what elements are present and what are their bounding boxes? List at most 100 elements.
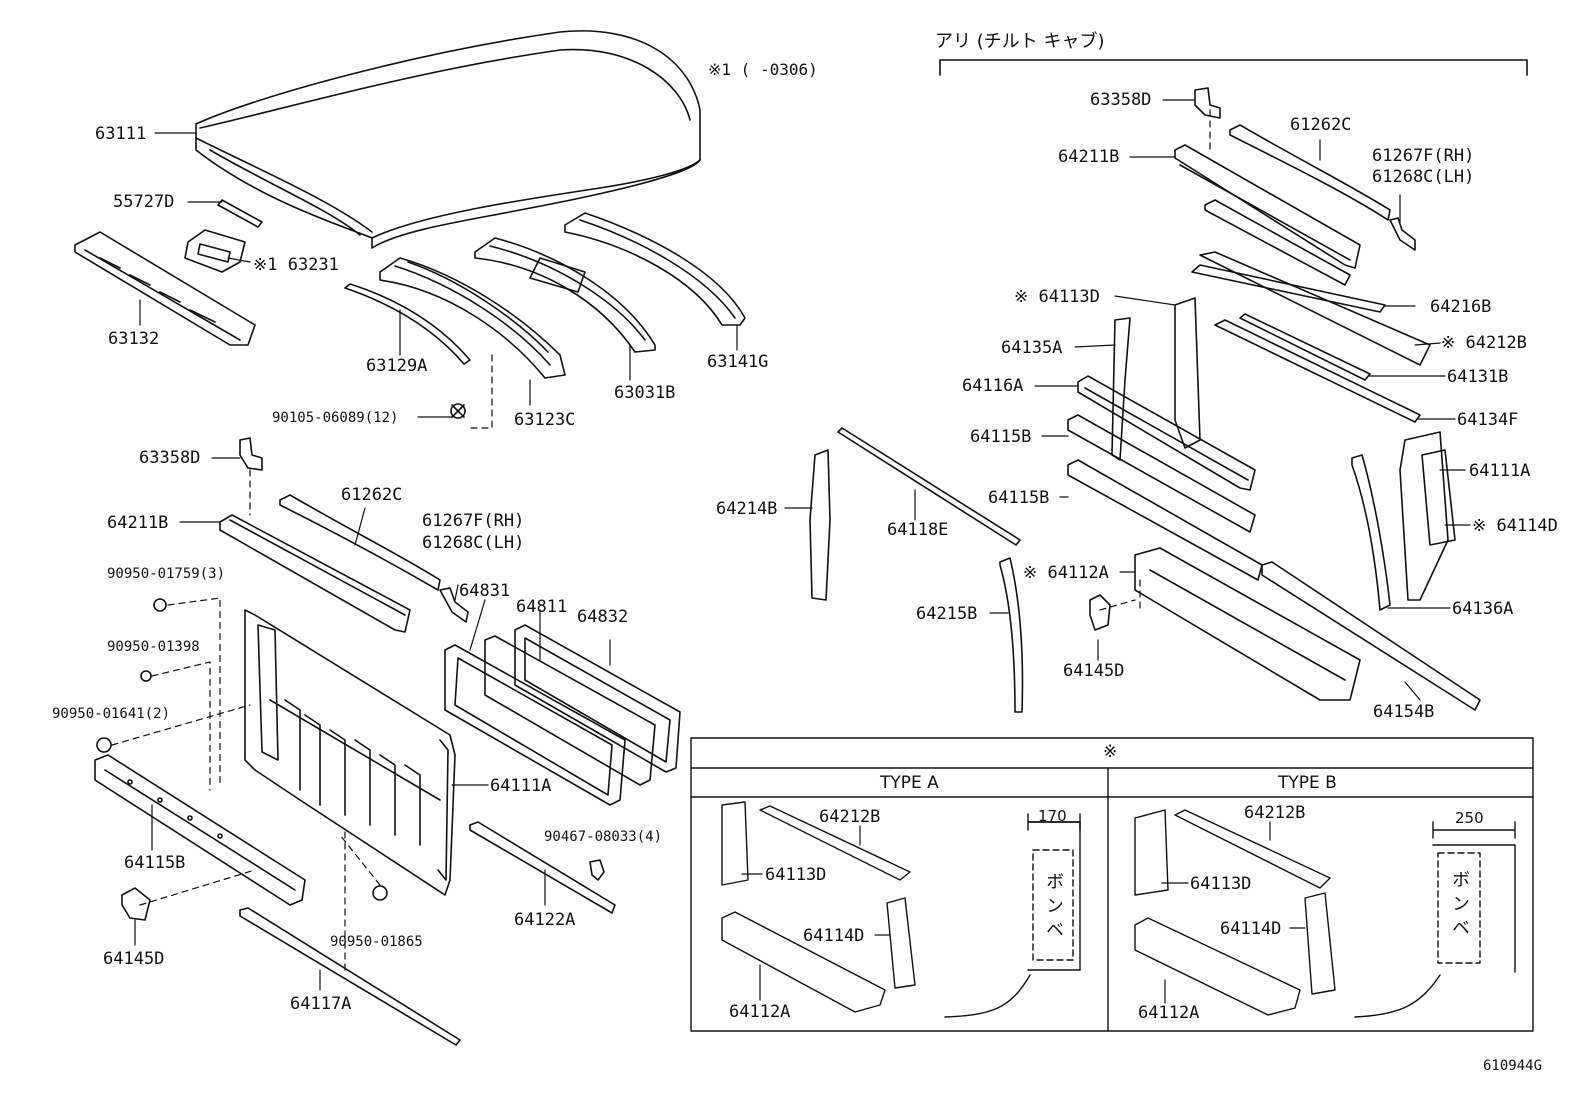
part-63132	[74, 231, 256, 346]
part-64111a-left	[244, 609, 456, 896]
label-55727d: 55727D	[113, 192, 175, 212]
bolt-90105	[450, 403, 466, 419]
type-a-tank-label: ボンベ	[1043, 872, 1064, 944]
label-61268c-left: 61268C(LH)	[422, 533, 525, 553]
label-63231: ※1 63231	[253, 255, 339, 275]
label-61268c-right: 61268C(LH)	[1372, 167, 1475, 187]
type-a-dimension: 170	[1038, 807, 1067, 825]
label-61262c-left: 61262C	[341, 485, 403, 505]
type-b-part-64114d: 64114D	[1220, 919, 1282, 939]
type-b-part-64113d: 64113D	[1190, 874, 1252, 894]
label-90467: 90467-08033(4)	[544, 829, 663, 845]
label-64215b: 64215B	[916, 604, 978, 624]
part-63129a	[344, 283, 471, 365]
label-63031b: 63031B	[614, 383, 676, 403]
label-64113d-right: ※ 64113D	[1014, 287, 1100, 307]
label-64115b-right-1: 64115B	[970, 427, 1032, 447]
type-b-tank-label: ボンベ	[1449, 870, 1470, 942]
label-64145d-right: 64145D	[1063, 661, 1125, 681]
part-64116a	[1077, 375, 1256, 491]
type-b-dimension: 250	[1455, 809, 1484, 827]
label-64135a: 64135A	[1001, 338, 1063, 358]
part-64114d-right	[1421, 449, 1456, 546]
part-64136a	[1351, 454, 1391, 611]
part-63141g	[564, 212, 746, 326]
part-63231	[184, 229, 246, 273]
part-64117a	[239, 907, 461, 1046]
clip-90467	[589, 859, 605, 881]
label-64112a-right: ※ 64112A	[1023, 563, 1109, 583]
part-61267f-right	[1389, 217, 1416, 251]
label-63132: 63132	[108, 329, 160, 349]
part-61267f-left	[439, 587, 469, 623]
type-a-part-64112a: 64112A	[729, 1002, 791, 1022]
label-64118e: 64118E	[887, 520, 949, 540]
type-detail-box	[690, 737, 1534, 1032]
reference-code: 610944G	[1483, 1058, 1543, 1074]
label-64111a-left: 64111A	[490, 776, 552, 796]
option-bracket-line	[939, 59, 1528, 76]
part-64211b-right	[1174, 144, 1361, 286]
type-a-part-64113d: 64113D	[765, 865, 827, 885]
label-61267f-right: 61267F(RH)	[1372, 146, 1475, 166]
label-64111a-right: 64111A	[1469, 461, 1531, 481]
label-63111: 63111	[95, 124, 147, 144]
type-b-title: TYPE B	[1278, 773, 1337, 793]
label-64122a: 64122A	[514, 910, 576, 930]
label-90950-01865: 90950-01865	[330, 934, 423, 950]
label-61267f-left: 61267F(RH)	[422, 511, 525, 531]
label-61262c-right: 61262C	[1290, 115, 1352, 135]
part-61262c-left	[279, 494, 441, 591]
part-63358d-right	[1194, 87, 1221, 119]
label-63358d-right: 63358D	[1090, 90, 1152, 110]
clip-90950-01398	[140, 670, 152, 682]
label-64214b: 64214B	[716, 499, 778, 519]
label-90950-01759: 90950-01759(3)	[107, 566, 226, 582]
label-64154b: 64154B	[1373, 702, 1435, 722]
label-64117a: 64117A	[290, 994, 352, 1014]
type-b-part-64112a: 64112A	[1138, 1003, 1200, 1023]
label-64831: 64831	[459, 581, 511, 601]
part-64113d-right	[1174, 297, 1201, 449]
label-63141g: 63141G	[707, 352, 769, 372]
part-63031b	[474, 237, 656, 353]
part-64811	[484, 635, 656, 786]
label-64115b-right-2: 64115B	[988, 488, 1050, 508]
label-64212b-right: ※ 64212B	[1441, 333, 1527, 353]
part-64115b-left	[94, 754, 306, 906]
part-64215b	[999, 557, 1024, 713]
part-64154b	[1261, 561, 1481, 711]
label-63123c: 63123C	[514, 410, 576, 430]
part-64145d-right	[1089, 594, 1111, 631]
part-64831	[444, 644, 626, 806]
label-90950-01641: 90950-01641(2)	[52, 706, 171, 722]
label-64116a: 64116A	[962, 376, 1024, 396]
part-64131b	[1239, 313, 1371, 381]
part-55727d	[217, 199, 263, 228]
label-64811: 64811	[516, 597, 568, 617]
label-64216b: 64216B	[1430, 297, 1492, 317]
label-64211b-right: 64211B	[1058, 147, 1120, 167]
type-b-part-64212b: 64212B	[1244, 803, 1306, 823]
label-64211b-left: 64211B	[107, 513, 169, 533]
label-64131b: 64131B	[1447, 367, 1509, 387]
clip-90950-01641	[96, 737, 112, 753]
part-63358d-left	[239, 437, 263, 471]
part-64211b-left	[219, 514, 411, 633]
part-64145d-left	[121, 887, 151, 921]
type-a-title: TYPE A	[880, 773, 939, 793]
part-64115b-right-2	[1067, 459, 1263, 581]
detail-asterisk: ※	[1103, 742, 1118, 762]
roof-panel	[195, 30, 701, 249]
type-a-part-64114d: 64114D	[803, 926, 865, 946]
part-64122a	[469, 821, 616, 914]
part-64214b	[809, 449, 831, 601]
label-64832: 64832	[577, 607, 629, 627]
option-header: アリ (チルト キャブ)	[935, 31, 1105, 52]
part-64134f	[1214, 319, 1421, 423]
label-64114d-right: ※ 64114D	[1472, 516, 1558, 536]
part-64115b-right-1	[1067, 414, 1256, 533]
label-63129a: 63129A	[366, 356, 428, 376]
label-64136a: 64136A	[1452, 599, 1514, 619]
